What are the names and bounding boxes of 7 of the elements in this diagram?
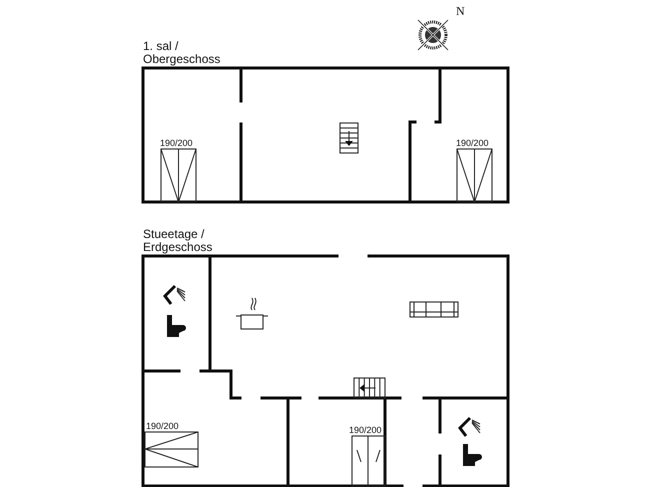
bed-size-label: 190/200 [146, 420, 179, 433]
floor-heading: 1. sal / Obergeschoss [143, 40, 222, 66]
bed-size-label: 190/200 [456, 137, 489, 150]
bed-size-label: 190/200 [160, 137, 193, 150]
bed-size-label: 190/200 [349, 424, 382, 437]
floor-heading: Stueetage / Erdgeschoss [143, 228, 214, 254]
compass-north-label: N [456, 5, 465, 18]
